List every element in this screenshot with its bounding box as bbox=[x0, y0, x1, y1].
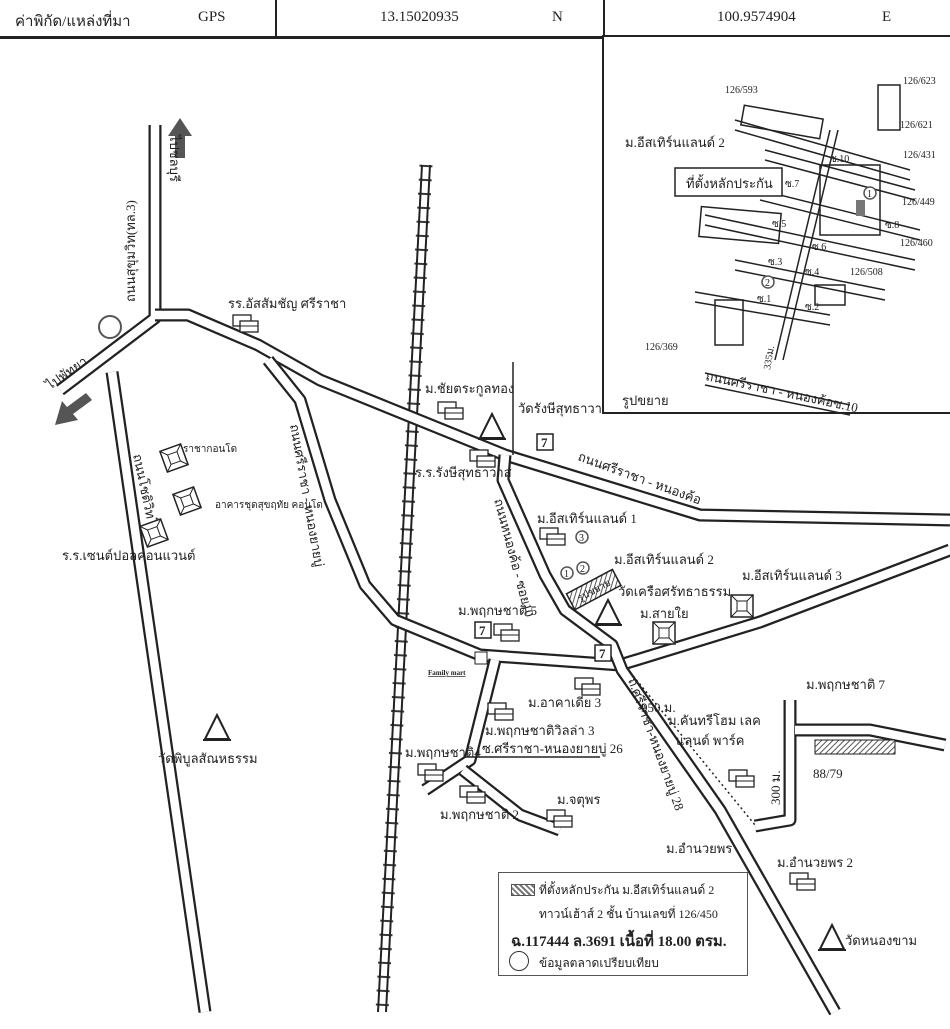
label-family-mart: Family mart bbox=[428, 669, 466, 677]
label-sriracha-nongyai-road: ถนนศรีราชา - หนองยายบู่ bbox=[286, 423, 327, 568]
legend-line-4: ข้อมูลตลาดเปรียบเทียบ bbox=[539, 956, 659, 970]
label-kanhome-2: แลนด์ พาร์ค bbox=[676, 733, 744, 748]
inset-plot: 126/621 bbox=[900, 120, 933, 131]
source-label: ค่าพิกัด/แหล่งที่มา bbox=[15, 14, 131, 30]
label-soi26: ซ.ศรีราชา-หนองยายบู่ 26 bbox=[482, 741, 623, 757]
label-wat-phibun: วัดพิบูลสัณหธรรม bbox=[158, 751, 258, 767]
label-pruksa5: ม.พฤกษชาติ 5 bbox=[458, 603, 537, 618]
coordinates-header: ค่าพิกัด/แหล่งที่มา GPS 13.15020935 N 10… bbox=[0, 0, 950, 39]
label-chatuporn: ม.จตุพร bbox=[557, 792, 600, 808]
label-amnuaiporn: ม.อำนวยพร bbox=[666, 841, 732, 856]
divider bbox=[603, 0, 605, 36]
inset-soi: ซ.2 bbox=[805, 302, 819, 313]
inset-soi: ซ.5 bbox=[772, 219, 786, 230]
label-school-rangsi: ร.ร.รังษีสุทธาวาส bbox=[415, 465, 512, 481]
inset-soi: ซ.3 bbox=[768, 257, 782, 268]
label-school-assumption: รร.อัสสัมชัญ ศรีราชา bbox=[228, 296, 346, 311]
longitude-direction: E bbox=[882, 9, 892, 25]
circle-icon bbox=[509, 951, 529, 971]
inset-plot: 126/508 bbox=[850, 267, 883, 278]
label-pruksa-villa3: ม.พฤกษชาติวิลล่า 3 bbox=[485, 723, 595, 738]
label-eastern3: ม.อีสเทิร์นแลนด์ 3 bbox=[742, 568, 842, 583]
hatch-swatch-icon bbox=[511, 884, 535, 896]
inset-marker-1: 1 bbox=[867, 189, 872, 200]
marker-2: 2 bbox=[580, 564, 585, 575]
inset-soi: ซ.1 bbox=[757, 294, 771, 305]
label-pruksa7: ม.พฤกษชาติ 7 bbox=[806, 677, 886, 692]
label-arcadia3: ม.อาคาเดีย 3 bbox=[528, 695, 601, 710]
inset-plot: 126/623 bbox=[903, 76, 936, 87]
collateral-area: รูปขยาย bbox=[565, 568, 622, 611]
arrow-up-icon bbox=[168, 118, 192, 158]
railway bbox=[375, 164, 433, 1013]
marker-3: 3 bbox=[579, 533, 584, 544]
source-value: GPS bbox=[198, 9, 226, 25]
divider bbox=[275, 0, 277, 36]
inset-soi: ซ.10 bbox=[830, 154, 849, 165]
inset-village: ม.อีสเทิร์นแลนด์ 2 bbox=[625, 135, 725, 150]
label-eastern1: ม.อีสเทิร์นแลนด์ 1 bbox=[537, 511, 637, 526]
label-chaitrakul: ม.ชัยตระกูลทอง bbox=[425, 381, 514, 397]
label-racha-condo: ราชากอนโด bbox=[183, 442, 237, 455]
label-st-paul: ร.ร.เซนต์ปอลคอนแวนต์ bbox=[62, 548, 196, 563]
label-building-condo: อาคารชุดสุขฤทัย คอนโด bbox=[215, 498, 323, 511]
label-eastern2: ม.อีสเทิร์นแลนด์ 2 bbox=[614, 552, 714, 567]
label-saiyai: ม.สายใย bbox=[640, 606, 689, 621]
inset-soi: ซ.6 bbox=[812, 242, 826, 253]
label-sukhumvit: ถนนสุขุมวิท(ทล.3) bbox=[123, 200, 139, 302]
label-pruksa4: ม.พฤกษชาติ4 bbox=[405, 745, 481, 760]
longitude: 100.9574904 bbox=[717, 9, 796, 25]
marker-1: 1 bbox=[564, 569, 569, 580]
inset-plot: 126/369 bbox=[645, 342, 678, 353]
label-distance-300: 300 ม. bbox=[768, 770, 783, 805]
legend-line-3: ฉ.117444 ล.3691 เนื้อที่ 18.00 ตรม. bbox=[511, 934, 727, 950]
inset-collateral-location: ที่ตั้งหลักประกัน bbox=[686, 174, 773, 191]
arrow-down-left-icon bbox=[55, 393, 92, 425]
label-wat-kruea: วัดเครือศรัทธาธรรม bbox=[618, 584, 731, 599]
inset-marker-2: 2 bbox=[765, 278, 770, 289]
bank-icon bbox=[98, 315, 122, 339]
inset-soi: ซ.4 bbox=[805, 267, 819, 278]
label-to-chonburi: ไปชลบุรี bbox=[166, 134, 182, 182]
legend-line-1: ที่ตั้งหลักประกัน ม.อีสเทิร์นแลนด์ 2 bbox=[539, 883, 715, 897]
label-distance-950: 950 ม. bbox=[641, 700, 676, 715]
label-wat-rangsi: วัดรังษีสุทธาวาส bbox=[518, 401, 610, 417]
roads bbox=[56, 125, 950, 1016]
label-pruksa2: ม.พฤกษชาติ 2 bbox=[440, 807, 519, 822]
label-amnuaiporn2: ม.อำนวยพร 2 bbox=[777, 855, 853, 870]
inset-plot: 126/593 bbox=[725, 85, 758, 96]
inset-soi: ซ.7 bbox=[785, 179, 799, 190]
legend: ที่ตั้งหลักประกัน ม.อีสเทิร์นแลนด์ 2 ทาว… bbox=[498, 872, 748, 976]
latitude: 13.15020935 bbox=[380, 9, 459, 25]
inset-plot: 126/460 bbox=[900, 238, 933, 249]
inset-soi: ซ.8 bbox=[885, 220, 899, 231]
inset-plot: 126/449 bbox=[902, 197, 935, 208]
latitude-direction: N bbox=[552, 9, 563, 25]
label-plot-8879: 88/79 bbox=[813, 766, 843, 781]
inset-title: รูปขยาย bbox=[622, 393, 669, 409]
inset-plot: 126/431 bbox=[903, 150, 936, 161]
label-wat-nongkham: วัดหนองขาม bbox=[845, 933, 917, 948]
label-kanhome: ม.คันทรีโฮม เลค bbox=[668, 713, 761, 728]
inset-map: ที่ตั้งหลักประกัน ม.อีสเทิร์นแลนด์ 2 รูป… bbox=[602, 35, 950, 416]
legend-line-2: ทาวน์เฮ้าส์ 2 ชั้น บ้านเลขที่ 126/450 bbox=[539, 907, 718, 921]
inset-distance: 335ม. bbox=[762, 345, 777, 371]
